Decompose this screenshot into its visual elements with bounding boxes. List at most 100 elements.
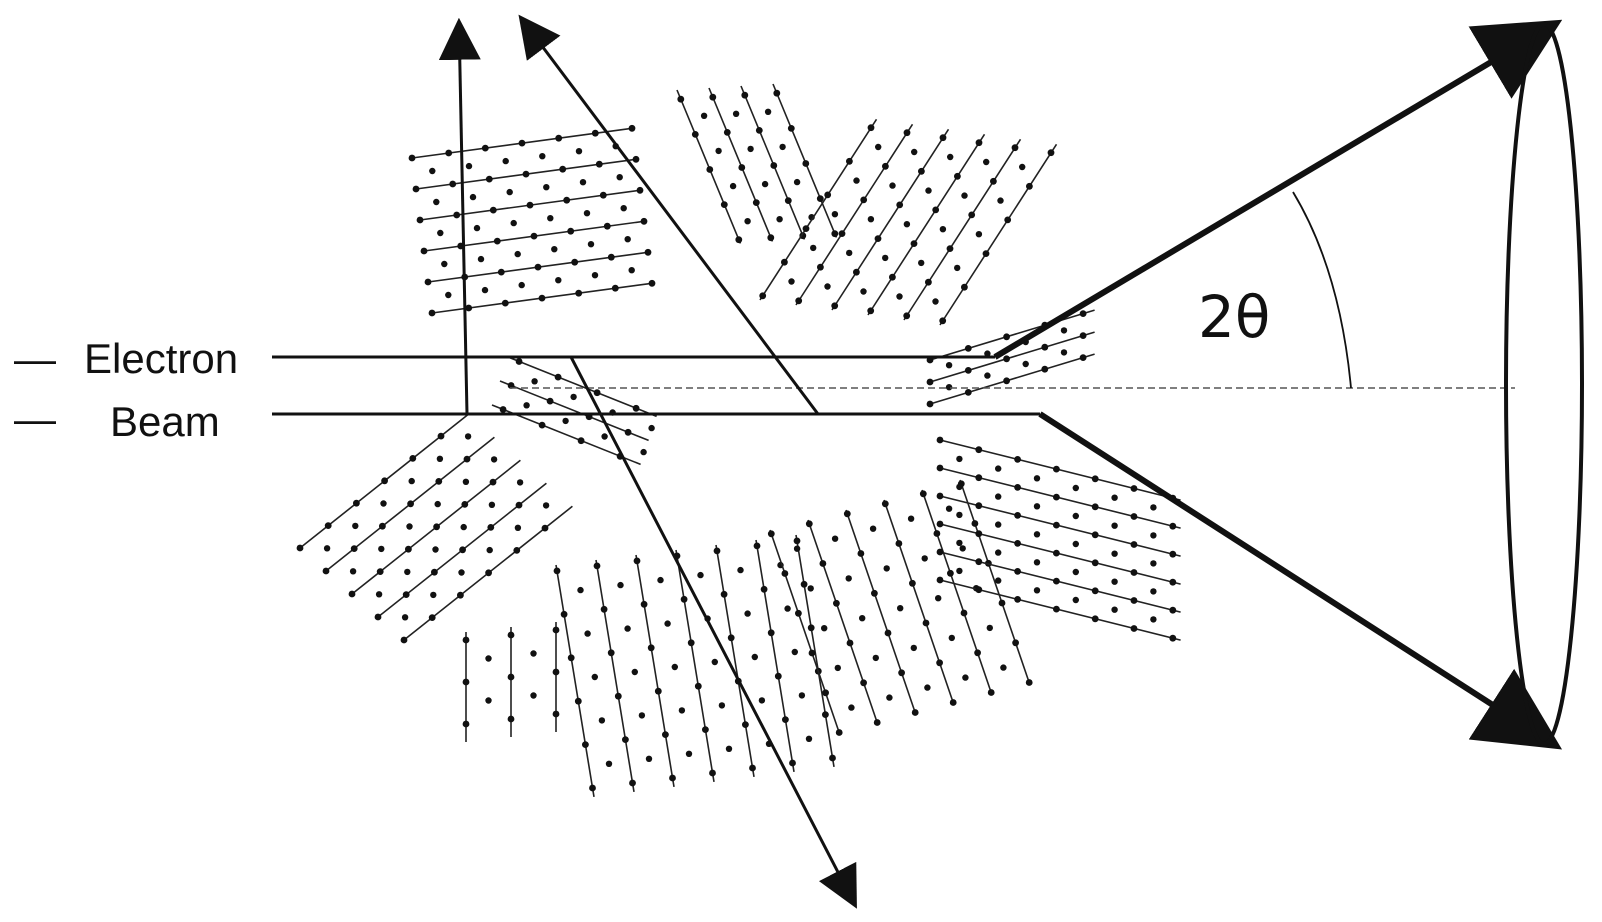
atom [408,154,416,162]
atom [542,502,550,509]
atom [1014,568,1021,575]
lattice-plane [595,559,635,793]
atom [1033,475,1041,482]
atom [956,511,963,519]
atom [437,432,445,440]
atom [437,229,444,237]
atom [975,446,983,454]
atom [767,234,775,242]
atom [507,382,515,389]
atom [671,663,678,671]
atom [497,268,505,276]
atom [445,149,453,157]
atom [1130,485,1138,492]
atom [1150,504,1157,511]
atom [758,697,766,704]
atom [1041,343,1049,351]
atom [1091,503,1099,511]
atom [380,500,387,507]
atom [975,139,983,147]
atom [465,162,473,170]
atom [919,490,927,498]
atom [616,174,623,181]
lattice-plane [959,479,1031,684]
diffraction-cone-rim [1504,22,1584,746]
atom [788,278,795,285]
atom [939,317,947,325]
atom [781,258,788,266]
atom [764,108,772,116]
atom [381,477,388,485]
atom [323,545,331,552]
atom [759,292,767,300]
atom [954,264,961,272]
atom [737,566,744,574]
atom [477,255,485,263]
lattice-plane [759,118,878,301]
atom [747,145,754,153]
atom [506,188,513,196]
atom [510,219,517,227]
atom [782,716,789,723]
atom [485,175,493,183]
atom [995,549,1002,556]
atom [541,524,549,532]
atom [350,545,358,552]
atom [1033,531,1041,538]
diffracted-ray-lower [1038,411,1563,750]
atom [575,148,583,155]
atom [530,650,537,657]
atom [416,216,424,224]
atom [607,253,615,261]
atom [720,590,728,598]
lattice-plane [867,133,986,316]
atom [574,697,582,705]
atom [1072,540,1080,548]
atom [603,222,611,230]
atom [507,673,515,681]
atom [685,750,693,757]
atom [1079,310,1087,317]
atom [936,659,943,667]
atom [831,535,839,542]
atom [486,546,493,554]
atom [706,166,714,173]
atom [1014,596,1021,603]
lattice-plane [635,554,675,788]
atom [945,505,953,512]
lattice-plane [929,331,1095,383]
atom [687,639,695,647]
atom [379,522,386,530]
atom [742,721,749,728]
atom [598,717,606,724]
atom [987,689,995,696]
atom [997,197,1004,204]
atom [1014,540,1021,547]
atom [784,605,791,612]
atom [995,577,1002,584]
atom [975,586,983,594]
atom [859,615,866,622]
atom [654,687,662,695]
atom [795,609,802,617]
atom [677,95,685,103]
atom [956,483,963,491]
atom [449,180,457,188]
atom [718,702,726,709]
atom [881,500,889,508]
atom [954,172,961,180]
atom [559,165,567,173]
atom [975,530,983,538]
atom [322,567,330,575]
atom [614,692,622,700]
atom [507,631,515,639]
atom [516,479,524,486]
atom [767,629,775,637]
atom [624,428,632,436]
scattered-ray-upper-left [518,14,820,415]
atom [465,304,473,312]
atom [1091,559,1099,567]
atom [709,93,717,101]
atom [428,309,436,317]
lattice-plane [845,509,917,714]
